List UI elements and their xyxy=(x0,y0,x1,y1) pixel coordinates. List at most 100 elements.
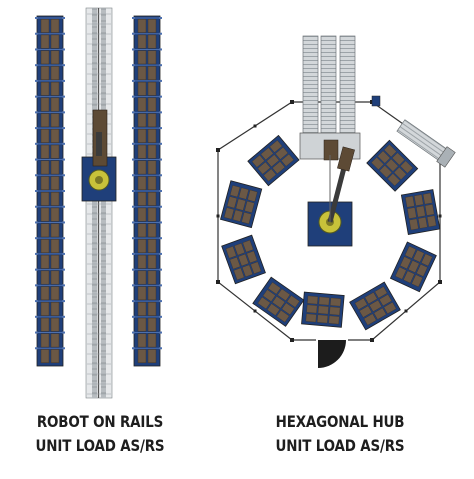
rack-module-6 xyxy=(349,281,401,331)
pallet xyxy=(50,207,60,222)
rack-upright xyxy=(62,158,65,161)
pallet xyxy=(383,302,397,314)
pallet xyxy=(137,176,147,191)
pallet xyxy=(137,207,147,222)
rack-upright xyxy=(159,48,162,51)
rack-upright xyxy=(35,127,38,130)
side-conveyor-end xyxy=(436,146,456,168)
side-conveyor xyxy=(371,95,456,168)
pallet xyxy=(229,185,241,198)
rack-upright xyxy=(35,221,38,224)
pallet xyxy=(241,264,253,278)
rack-upright xyxy=(132,237,135,240)
pallet xyxy=(426,215,437,227)
rack-upright xyxy=(62,252,65,255)
pallet xyxy=(306,304,318,314)
pallet xyxy=(137,239,147,253)
pallet xyxy=(137,144,147,159)
rack-upright xyxy=(132,205,135,208)
rack-upright xyxy=(62,237,65,240)
pallet xyxy=(50,50,60,65)
rack-upright xyxy=(159,79,162,82)
pallet xyxy=(267,303,280,316)
pallet xyxy=(147,176,157,191)
pallet xyxy=(50,270,60,285)
pallet xyxy=(260,147,274,161)
pallet xyxy=(379,165,393,179)
pallet xyxy=(147,223,157,238)
pallet xyxy=(277,288,291,301)
rack-upright xyxy=(35,17,38,19)
pallet xyxy=(328,315,340,325)
infeed-conveyors xyxy=(299,35,361,161)
rack-upright xyxy=(132,174,135,177)
pallet xyxy=(147,129,157,143)
hub-robot xyxy=(307,146,355,247)
right-rack-column xyxy=(132,15,162,367)
fence-post xyxy=(370,338,374,342)
pallet xyxy=(251,154,265,168)
pallet xyxy=(317,314,329,324)
robot-gripper xyxy=(96,132,102,156)
rack-upright xyxy=(159,174,162,177)
pallet xyxy=(50,317,60,332)
rack-upright xyxy=(159,347,162,350)
pallet xyxy=(416,264,428,277)
rack-upright xyxy=(159,221,162,224)
rack-upright xyxy=(159,64,162,67)
pallet xyxy=(40,254,50,269)
robot-arm xyxy=(327,159,349,223)
rack-upright xyxy=(62,127,65,130)
rack-upright xyxy=(159,315,162,318)
pallet xyxy=(424,204,435,216)
rack-upright xyxy=(159,32,162,35)
pallet xyxy=(147,66,157,80)
pallet xyxy=(147,34,157,49)
rack-upright xyxy=(132,142,135,145)
pallet xyxy=(147,191,157,206)
pallet xyxy=(147,19,157,33)
caption-line-1: HEXAGONAL HUB xyxy=(275,412,405,431)
pallet xyxy=(40,191,50,206)
pallet xyxy=(137,349,147,363)
pallet xyxy=(250,261,262,274)
rack-upright xyxy=(159,142,162,145)
rack-upright xyxy=(132,268,135,271)
pallet xyxy=(276,310,290,323)
rack-upright xyxy=(62,48,65,51)
pallet xyxy=(50,176,60,191)
pallet xyxy=(414,194,424,206)
rack-upright xyxy=(35,300,38,303)
pallet xyxy=(247,189,258,202)
door-swing xyxy=(318,340,346,368)
pallet xyxy=(147,207,157,222)
pallet xyxy=(369,299,382,312)
pallet xyxy=(383,144,397,158)
rack-upright xyxy=(159,300,162,303)
pallet xyxy=(137,81,147,96)
pallet xyxy=(40,239,50,253)
rack-upright xyxy=(62,111,65,114)
pallet xyxy=(269,140,283,153)
pallet xyxy=(147,286,157,301)
rack-upright xyxy=(62,315,65,318)
pallet xyxy=(137,129,147,143)
rack-upright xyxy=(62,284,65,287)
caption-line-2: UNIT LOAD AS/RS xyxy=(35,436,165,455)
rack-upright xyxy=(159,284,162,287)
rack-module-7 xyxy=(389,241,437,293)
pallet xyxy=(40,50,50,65)
pallet xyxy=(392,152,405,166)
rack-module-8 xyxy=(400,189,441,235)
pallet xyxy=(330,297,342,307)
robot-on-rails-layout xyxy=(35,7,162,399)
pallet xyxy=(409,218,419,231)
pallet xyxy=(379,294,392,307)
rack-upright xyxy=(132,331,135,334)
rack-upright xyxy=(159,252,162,255)
pallet xyxy=(147,81,157,96)
rack-upright xyxy=(159,17,162,19)
pallet xyxy=(40,81,50,96)
rack-upright xyxy=(62,174,65,177)
